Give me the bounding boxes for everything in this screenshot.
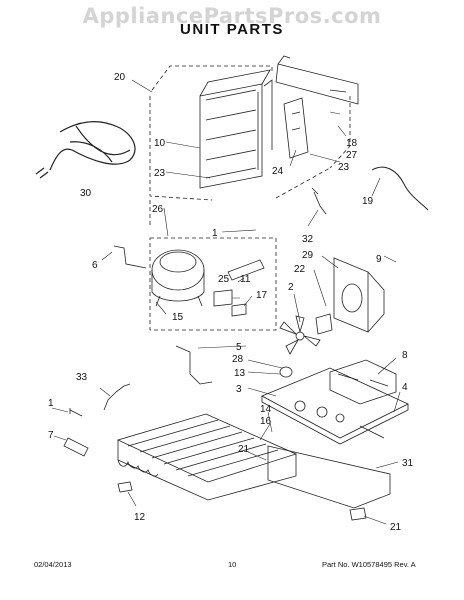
callout-10: 10 xyxy=(154,138,166,149)
overload-17 xyxy=(231,303,247,317)
callout-30: 30 xyxy=(80,188,92,199)
callout-21: 21 xyxy=(238,444,250,455)
base-plate xyxy=(261,367,409,445)
screw-1 xyxy=(69,408,83,417)
leader-lines xyxy=(51,79,401,525)
callout-23: 23 xyxy=(154,168,166,179)
condenser-bracket xyxy=(275,55,359,105)
page-title: UNIT PARTS xyxy=(180,21,284,38)
callout-24: 24 xyxy=(272,166,284,177)
fan-bracket-29 xyxy=(333,257,385,333)
callout-13: 13 xyxy=(234,368,246,379)
callout-23b: 23 xyxy=(338,162,350,173)
callout-28: 28 xyxy=(232,354,244,365)
condenser-coil xyxy=(199,69,273,189)
foot-12 xyxy=(117,481,133,493)
callout-8: 8 xyxy=(402,350,408,361)
callout-18: 18 xyxy=(346,138,358,149)
callout-4: 4 xyxy=(402,382,408,393)
footer-date: 02/04/2013 xyxy=(34,560,72,569)
callout-3: 3 xyxy=(236,384,242,395)
callout-11: 11 xyxy=(240,274,251,285)
relay-11 xyxy=(213,289,233,307)
callout-2: 2 xyxy=(288,282,294,293)
tube-33 xyxy=(103,383,131,411)
callout-12: 12 xyxy=(134,512,146,523)
compressor-box xyxy=(149,237,277,331)
callout-27: 27 xyxy=(346,150,358,161)
callout-1: 1 xyxy=(212,228,218,239)
sensor-32 xyxy=(311,187,327,215)
tube-5 xyxy=(175,345,213,385)
foot-21 xyxy=(349,507,367,521)
wiring-harness xyxy=(35,121,136,179)
callout-20: 20 xyxy=(114,72,126,83)
callout-6: 6 xyxy=(92,260,98,271)
callout-16: 16 xyxy=(260,416,272,427)
valve-13 xyxy=(279,366,293,378)
drain-tray xyxy=(267,445,391,509)
compressor xyxy=(151,249,205,307)
callout-labels: 20 10 23 30 24 18 27 23 26 1 6 19 32 9 2… xyxy=(48,72,414,533)
control-box xyxy=(329,359,397,405)
callout-19: 19 xyxy=(362,196,374,207)
callout-21b: 21 xyxy=(390,522,402,533)
evaporator-coil xyxy=(116,413,298,501)
callout-7: 7 xyxy=(48,430,54,441)
callout-22: 22 xyxy=(294,264,306,275)
callout-15: 15 xyxy=(172,312,184,323)
condenser-assembly-outline xyxy=(149,65,351,228)
callout-17: 17 xyxy=(256,290,268,301)
callout-26: 26 xyxy=(152,204,164,215)
watermark: AppliancePartsPros.com xyxy=(82,4,382,28)
filter-drier xyxy=(227,259,265,281)
wire-19 xyxy=(371,166,429,211)
callout-5: 5 xyxy=(236,342,242,353)
callout-29: 29 xyxy=(302,250,314,261)
tube-6 xyxy=(113,245,147,269)
callout-9: 9 xyxy=(376,254,382,265)
callout-32: 32 xyxy=(302,234,314,245)
footer-page: 10 xyxy=(228,560,237,569)
fan-motor xyxy=(315,313,333,335)
fan-blade xyxy=(279,315,321,355)
shroud-plate xyxy=(283,97,309,159)
callout-33: 33 xyxy=(76,372,88,383)
footer-part-number: Part No. W10578495 Rev. A xyxy=(322,560,416,569)
cap-7 xyxy=(63,437,89,457)
callout-31: 31 xyxy=(402,458,414,469)
callout-14: 14 xyxy=(260,404,272,415)
callout-25: 25 xyxy=(218,274,230,285)
callout-1b: 1 xyxy=(48,398,54,409)
